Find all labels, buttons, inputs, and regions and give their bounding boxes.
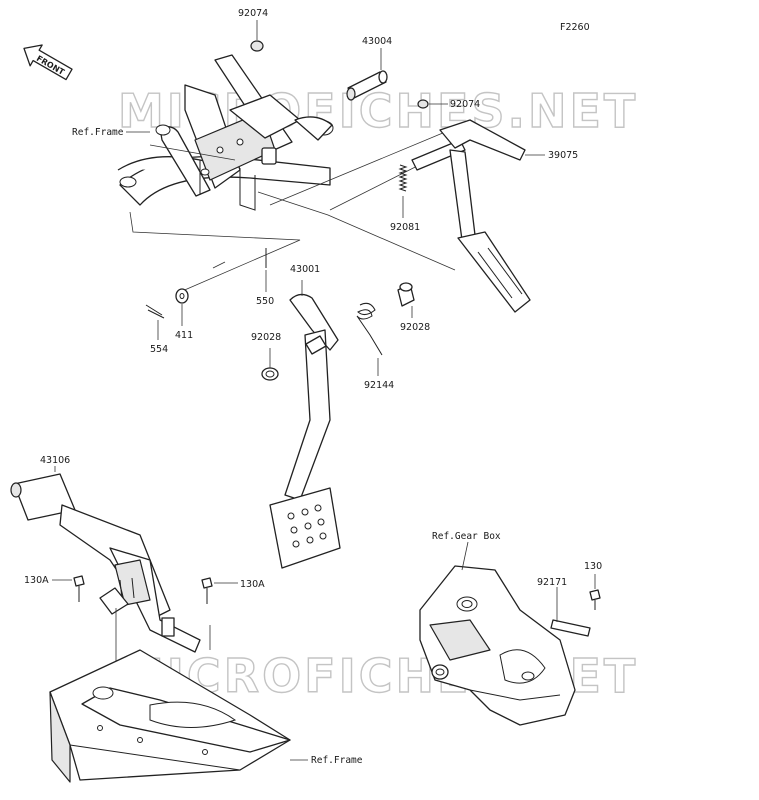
callout-92028-left: 92028 [251, 332, 281, 343]
part-550-pin: 550 [256, 248, 274, 307]
callout-43001: 43001 [290, 264, 320, 275]
callout-92081: 92081 [390, 222, 420, 233]
figure-code: F2260 [560, 22, 590, 33]
part-92081-spring: 92081 [390, 164, 420, 233]
callout-130: 130 [584, 561, 602, 572]
callout-411: 411 [175, 330, 193, 341]
part-411-washer: 411 [175, 288, 193, 341]
callout-43004: 43004 [362, 36, 392, 47]
part-92028-left: 92028 [251, 332, 327, 381]
callout-ref-frame-bottom: Ref.Frame [311, 755, 363, 766]
callout-92028-right: 92028 [400, 322, 430, 333]
part-130-bolt: 130 [584, 561, 602, 610]
ref-frame-top: Ref.Frame [72, 127, 150, 138]
part-43004-shaft: 43004 [346, 36, 392, 101]
part-92144-spring: 92144 [356, 302, 394, 391]
callout-92171: 92171 [537, 577, 567, 588]
part-130A-right-bolt: 130A [201, 577, 265, 604]
part-130A-left-bolt: 130A [24, 575, 85, 602]
callout-92144: 92144 [364, 380, 394, 391]
part-39075-accelerator-pedal: 39075 [411, 119, 578, 313]
part-92074-top: 92074 [238, 8, 268, 52]
pedal-bracket-frame [117, 54, 334, 211]
ref-frame-bottom: Ref.Frame [290, 755, 363, 766]
part-92171-plate: 92171 [537, 577, 591, 637]
part-92028-right: 92028 [397, 282, 430, 333]
part-554-cotter-pin: 554 [145, 304, 168, 355]
callout-130A-right: 130A [240, 579, 265, 590]
callout-39075: 39075 [548, 150, 578, 161]
part-43001-brake-pedal: 43001 [269, 264, 341, 569]
callout-92074-top: 92074 [238, 8, 268, 19]
gear-box: Ref.Gear Box [419, 531, 576, 726]
callout-550: 550 [256, 296, 274, 307]
part-92074-mid: 92074 [417, 99, 480, 110]
front-arrow-badge: FRONT [23, 44, 73, 81]
lower-frame-bracket [49, 649, 291, 783]
callout-ref-gearbox: Ref.Gear Box [432, 531, 501, 542]
callout-554: 554 [150, 344, 168, 355]
part-43106-parking-brake-lever: 43106 [10, 455, 201, 653]
pedal-pad-holes [287, 504, 327, 548]
callout-92074-mid: 92074 [450, 99, 480, 110]
callout-ref-frame-top: Ref.Frame [72, 127, 124, 138]
callout-130A-left: 130A [24, 575, 49, 586]
callout-43106: 43106 [40, 455, 70, 466]
